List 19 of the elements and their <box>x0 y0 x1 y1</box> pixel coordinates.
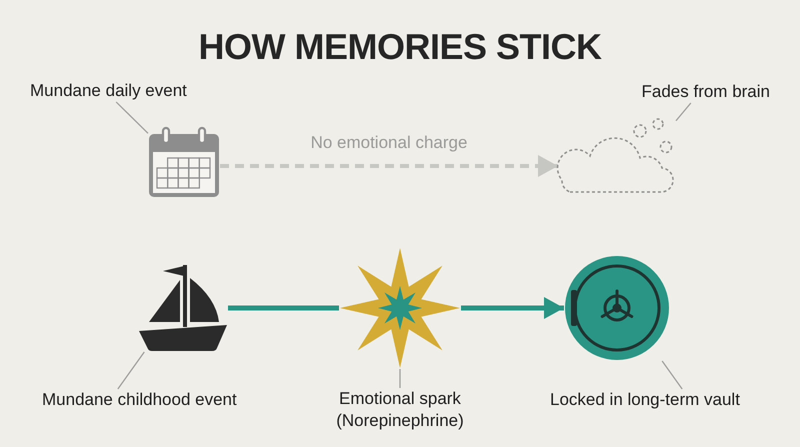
leader-line <box>116 102 148 134</box>
vault-door-icon <box>564 255 670 361</box>
callout-label: Fades from brain <box>642 81 770 103</box>
leader-line <box>399 369 401 388</box>
leader-line <box>117 352 145 390</box>
sailboat-icon <box>138 264 228 352</box>
starburst-icon <box>339 247 461 369</box>
callout-label: Mundane daily event <box>30 80 187 102</box>
callout-label: Emotional spark (Norepinephrine) <box>329 388 471 432</box>
title: HOW MEMORIES STICK <box>198 27 602 67</box>
leader-line <box>676 102 692 122</box>
connector-line <box>228 306 339 310</box>
dashed-arrow <box>220 155 558 177</box>
leader-line <box>662 360 683 390</box>
callout-label: Locked in long-term vault <box>550 389 740 411</box>
calendar-icon <box>148 127 220 198</box>
dashed-cloud-icon <box>558 118 676 196</box>
arrow <box>461 297 564 319</box>
callout-label: Mundane childhood event <box>42 389 237 411</box>
